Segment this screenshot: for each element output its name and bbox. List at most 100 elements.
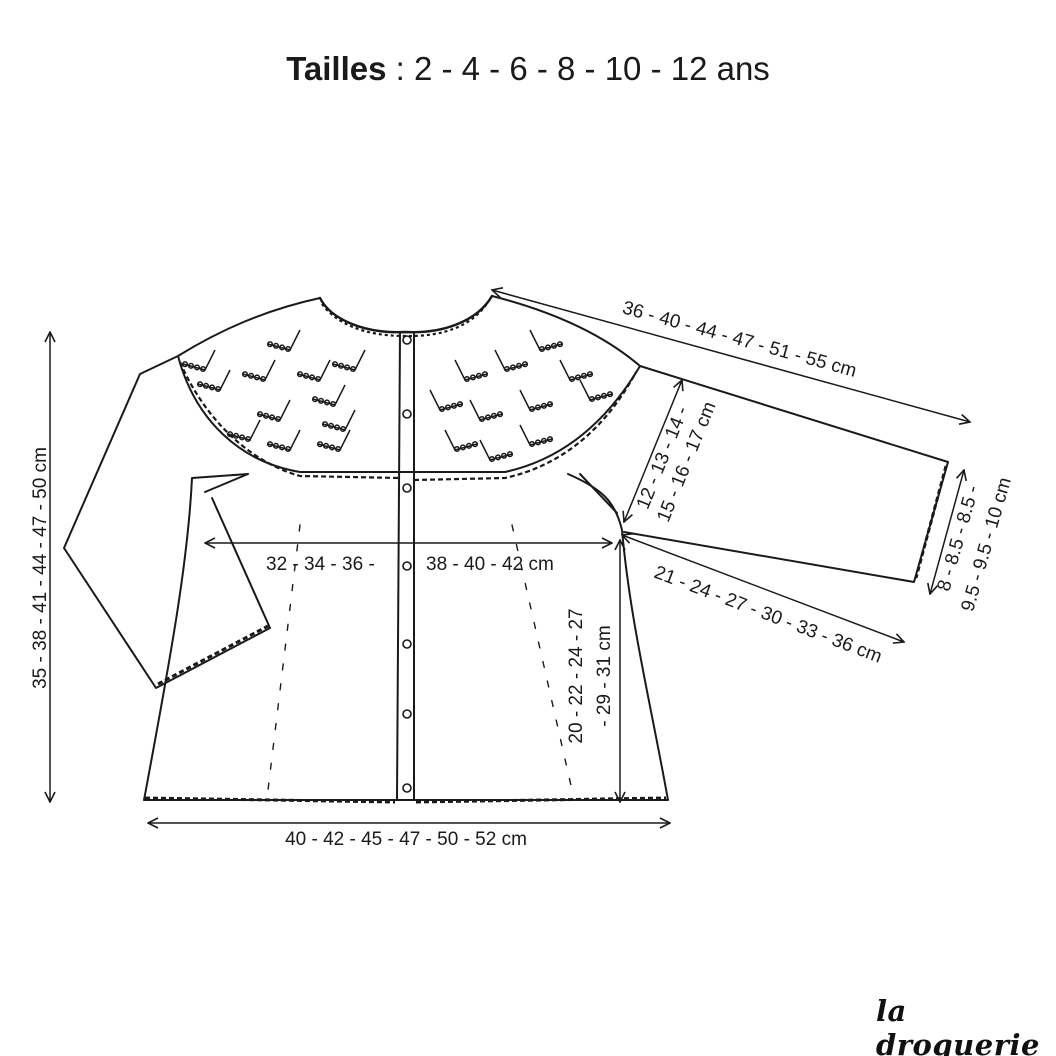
lace-eyelet xyxy=(259,375,267,383)
lace-eyelet xyxy=(334,445,342,453)
lace-eyelet xyxy=(349,365,357,373)
button-circle xyxy=(402,783,412,793)
lace-eyelet xyxy=(459,444,467,451)
lace-eyelet xyxy=(456,401,464,408)
sleeve-underarm-label: 21 - 24 - 27 - 30 - 33 - 36 cm xyxy=(651,562,885,668)
right-dart-dashes xyxy=(511,524,573,791)
lace-eyelet xyxy=(444,404,452,411)
lace-eyelet xyxy=(202,382,210,389)
side-label-line2: - 29 - 31 cm xyxy=(594,625,615,726)
brand-logo: la droguerie xyxy=(876,994,1040,1056)
lace-eyelet xyxy=(478,415,486,423)
lace-eyelet xyxy=(262,412,270,419)
lace-eyelet xyxy=(540,437,548,444)
lace-eyelet xyxy=(284,445,292,453)
lace-eyelet xyxy=(337,362,345,369)
lace-eyelet xyxy=(328,444,336,451)
lace-eyelet xyxy=(244,435,252,443)
shoulder-sleeve-arrow xyxy=(492,290,970,422)
lace-eyelet xyxy=(266,341,274,348)
left-cuff-edging xyxy=(157,624,269,686)
lace-eyelet xyxy=(187,362,195,369)
lace-eyelet xyxy=(475,372,483,379)
buttons xyxy=(402,335,412,793)
lace-eyelet xyxy=(322,442,330,449)
lace-eyelet xyxy=(272,442,280,449)
lace-eyelet xyxy=(327,422,335,429)
left-sleeve-outline xyxy=(63,355,271,689)
lace-eyelet xyxy=(214,385,222,393)
lace-eyelet xyxy=(465,442,473,449)
left-dart-dashes xyxy=(267,524,301,791)
lace-eyelet xyxy=(500,452,508,459)
lace-eyelet xyxy=(321,421,329,428)
lace-eyelet xyxy=(241,371,249,378)
lace-eyelet xyxy=(181,361,189,368)
bottom-width-label: 40 - 42 - 45 - 47 - 50 - 52 cm xyxy=(285,829,527,850)
hem-edging-left xyxy=(144,796,396,804)
lace-eyelet xyxy=(232,432,240,439)
lace-eyelet xyxy=(308,374,316,381)
height-label: 35 - 38 - 41 - 44 - 47 - 50 cm xyxy=(30,447,51,689)
page-title: Tailles : 2 - 4 - 6 - 8 - 10 - 12 ans xyxy=(0,50,1056,88)
placket-line-left xyxy=(396,331,401,801)
lace-eyelet xyxy=(333,424,341,431)
lace-eyelet xyxy=(253,374,261,381)
lace-eyelet xyxy=(317,397,325,404)
lace-eyelet xyxy=(343,364,351,371)
chest-label-right: 38 - 40 - 42 cm xyxy=(426,554,554,575)
button-circle xyxy=(402,561,412,571)
lace-eyelet xyxy=(296,371,304,378)
button-circle xyxy=(402,483,412,493)
button-circle xyxy=(402,639,412,649)
lace-eyelet xyxy=(546,436,554,443)
lace-eyelet xyxy=(199,365,207,373)
lace-eyelet xyxy=(256,411,264,418)
chest-label-left: 32 - 34 - 36 - xyxy=(266,554,375,575)
lace-eyelet xyxy=(272,342,280,349)
shoulder-sleeve-label: 36 - 40 - 44 - 47 - 51 - 55 cm xyxy=(620,297,859,381)
lace-eyelet xyxy=(208,384,216,391)
lace-eyelet xyxy=(193,364,201,371)
lace-eyelet xyxy=(278,344,286,351)
lace-eyelet xyxy=(331,361,339,368)
lace-eyelet xyxy=(329,400,337,408)
lace-eyelet xyxy=(196,381,204,388)
lace-eyelet xyxy=(284,345,292,353)
button-circle xyxy=(402,335,412,345)
yoke-edging-right xyxy=(413,371,637,482)
lace-eyelet xyxy=(278,444,286,451)
lace-eyelet xyxy=(311,396,319,403)
yoke-edging-left xyxy=(178,361,401,480)
lace-eyelet xyxy=(238,434,246,441)
right-raglan xyxy=(579,473,618,514)
button-circle xyxy=(402,409,412,419)
lace-eyelet xyxy=(266,441,274,448)
lace-eyelet xyxy=(528,440,536,448)
armhole-arrow xyxy=(624,380,682,522)
lace-eyelet xyxy=(450,402,458,409)
lace-eyelet xyxy=(494,454,502,461)
left-raglan xyxy=(204,473,249,493)
lace-eyelet xyxy=(488,455,496,463)
lace-eyelet xyxy=(534,439,542,446)
lace-eyelet xyxy=(453,445,461,453)
sleeve-underarm-arrow xyxy=(622,535,904,642)
side-label-line1: 20 - 22 - 24 - 27 xyxy=(566,608,587,743)
neckline xyxy=(318,294,494,334)
lace-eyelet xyxy=(302,372,310,379)
title-sizes: : 2 - 4 - 6 - 8 - 10 - 12 ans xyxy=(386,50,770,87)
lace-eyelet xyxy=(314,375,322,383)
button-circle xyxy=(402,709,412,719)
body-outline xyxy=(143,473,669,801)
lace-eyelet xyxy=(481,371,489,378)
dimension-lines xyxy=(50,290,970,823)
lace-eyelet xyxy=(226,431,234,438)
lace-eyelet xyxy=(506,451,514,458)
lace-eyelet xyxy=(316,441,324,448)
lace-eyelet xyxy=(471,441,479,448)
yoke-outline xyxy=(177,295,641,473)
cuff-arrow xyxy=(930,470,964,594)
